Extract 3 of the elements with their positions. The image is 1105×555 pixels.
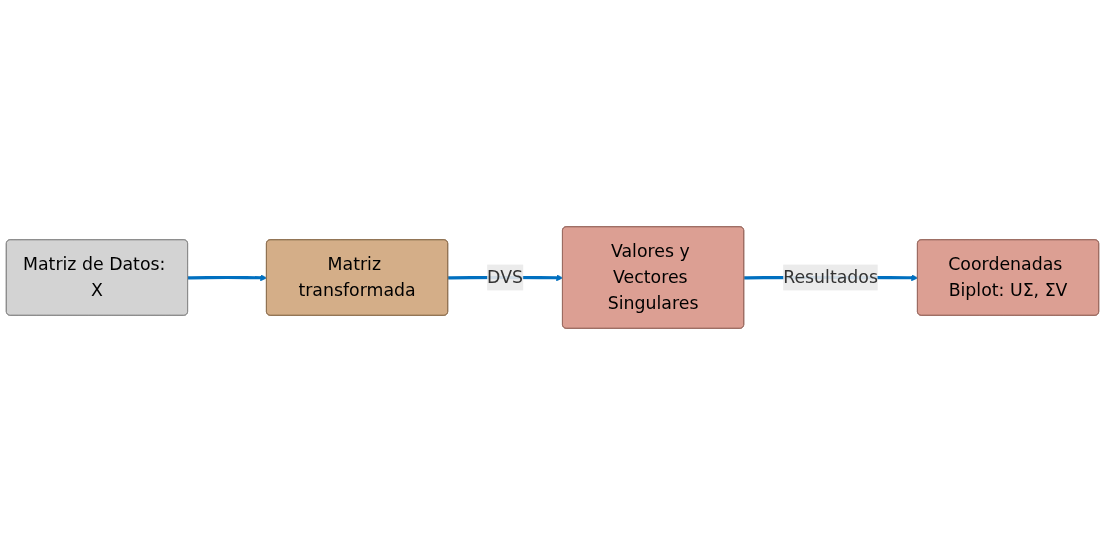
edge-label: Resultados xyxy=(783,267,878,288)
arrow xyxy=(187,274,268,282)
edge-label: DVS xyxy=(487,267,524,288)
